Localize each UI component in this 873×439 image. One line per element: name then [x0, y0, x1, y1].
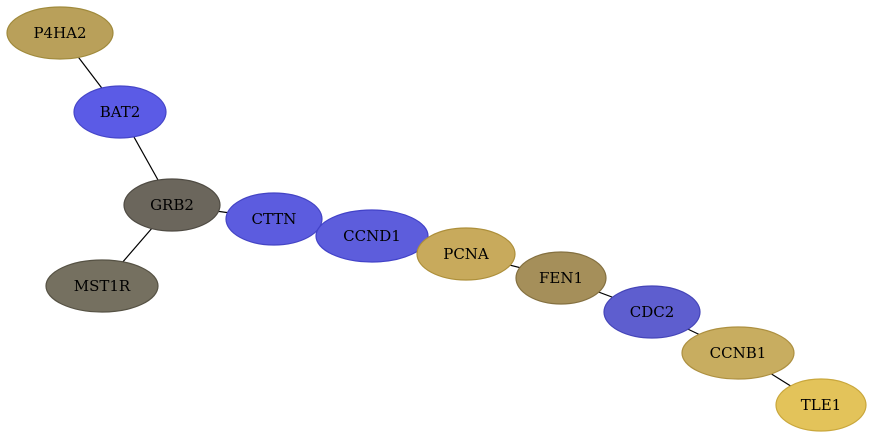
- node-pcna[interactable]: PCNA: [416, 227, 516, 281]
- node-label: CTTN: [252, 210, 297, 228]
- node-cdc2[interactable]: CDC2: [603, 285, 701, 339]
- node-ellipse: [225, 192, 323, 246]
- node-ellipse: [6, 6, 114, 60]
- node-label: FEN1: [539, 269, 583, 287]
- node-label: BAT2: [100, 103, 141, 121]
- node-ccnd1[interactable]: CCND1: [315, 209, 429, 263]
- node-tle1[interactable]: TLE1: [775, 378, 867, 432]
- node-ellipse: [315, 209, 429, 263]
- node-label: CDC2: [630, 303, 675, 321]
- node-cttn[interactable]: CTTN: [225, 192, 323, 246]
- node-bat2[interactable]: BAT2: [73, 85, 167, 139]
- node-ccnb1[interactable]: CCNB1: [681, 326, 795, 380]
- node-ellipse: [603, 285, 701, 339]
- node-p4ha2[interactable]: P4HA2: [6, 6, 114, 60]
- node-label: TLE1: [801, 396, 841, 414]
- node-ellipse: [416, 227, 516, 281]
- node-ellipse: [515, 251, 607, 305]
- node-ellipse: [73, 85, 167, 139]
- node-fen1[interactable]: FEN1: [515, 251, 607, 305]
- node-grb2[interactable]: GRB2: [123, 178, 221, 232]
- node-label: CCNB1: [710, 344, 767, 362]
- node-label: CCND1: [343, 227, 401, 245]
- node-ellipse: [45, 259, 159, 313]
- node-ellipse: [681, 326, 795, 380]
- node-label: PCNA: [443, 245, 489, 263]
- node-mst1r[interactable]: MST1R: [45, 259, 159, 313]
- node-ellipse: [775, 378, 867, 432]
- node-ellipse: [123, 178, 221, 232]
- node-label: MST1R: [74, 277, 131, 295]
- node-label: GRB2: [150, 196, 194, 214]
- node-label: P4HA2: [33, 24, 86, 42]
